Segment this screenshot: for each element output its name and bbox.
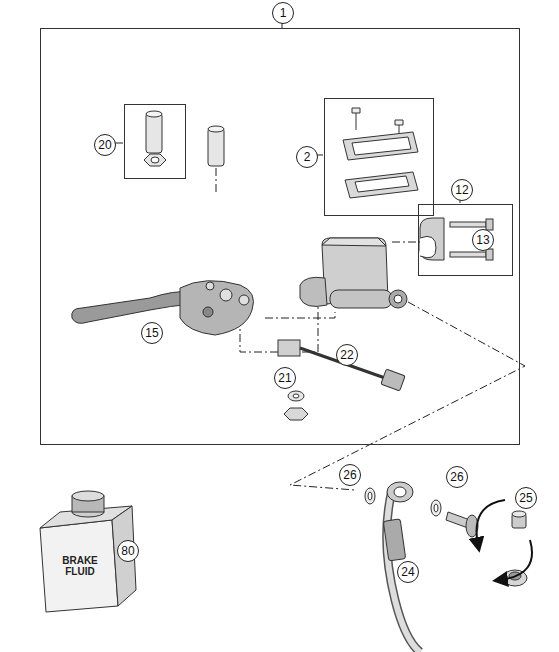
callout-number: 15 (141, 322, 163, 344)
callout-number: 80 (117, 540, 139, 562)
assembly-box: 2 (324, 98, 434, 216)
callout-number: 24 (397, 561, 419, 583)
callout-number: 20 (94, 134, 116, 156)
callout-number: 26 (339, 464, 361, 486)
callout-number: 26 (446, 466, 468, 488)
callout-number: 13 (472, 229, 494, 251)
callout-number: 22 (336, 344, 358, 366)
callout-number: 21 (274, 367, 296, 389)
can-label: BRAKE FLUID (60, 555, 100, 577)
callout-number: 1 (272, 2, 294, 24)
assembly-box: 12 (418, 204, 513, 276)
callout-number: 25 (515, 487, 537, 509)
callout-number: 2 (296, 146, 318, 168)
assembly-box: 20 (124, 104, 186, 179)
callout-number: 12 (451, 179, 473, 201)
